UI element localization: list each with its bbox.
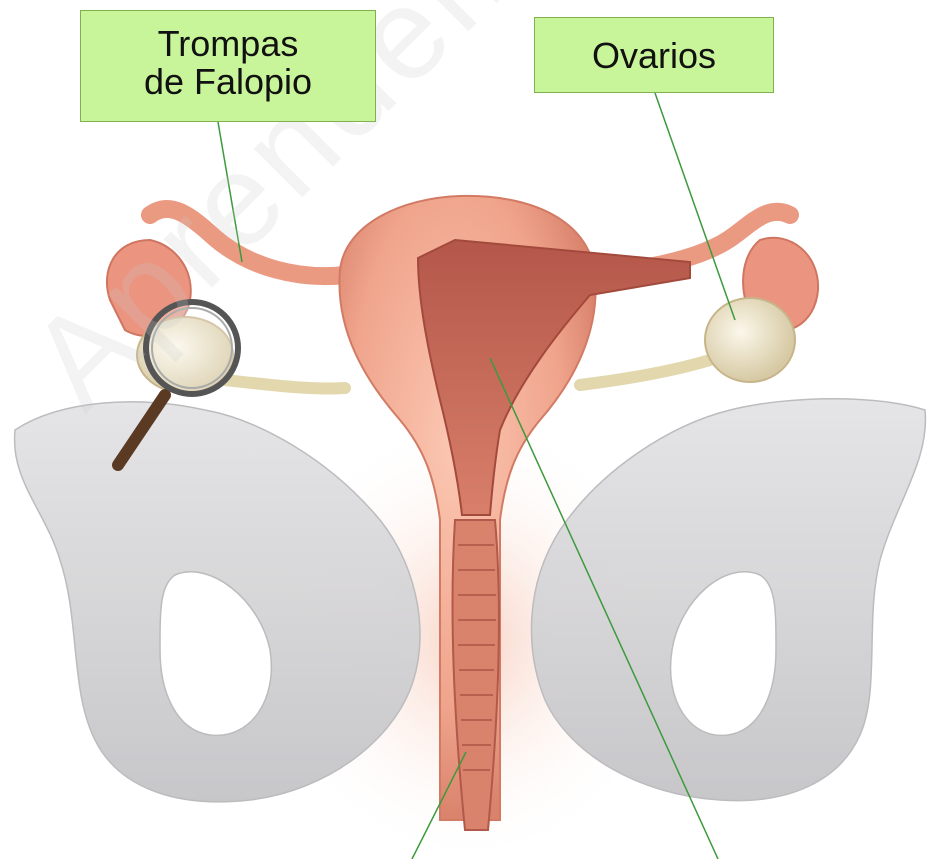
fallopian-tubes-label-line1: Trompas <box>81 25 375 63</box>
right-ovary <box>705 298 795 382</box>
ovaries-label-text: Ovarios <box>535 37 773 75</box>
fallopian-tubes-label: Trompas de Falopio <box>80 10 376 122</box>
ovaries-leader-line <box>655 93 735 320</box>
ovaries-label: Ovarios <box>534 17 774 93</box>
fallopian-tubes-label-line2: de Falopio <box>81 63 375 101</box>
right-ovarian-ligament <box>580 360 710 385</box>
left-ovarian-ligament <box>225 380 345 388</box>
